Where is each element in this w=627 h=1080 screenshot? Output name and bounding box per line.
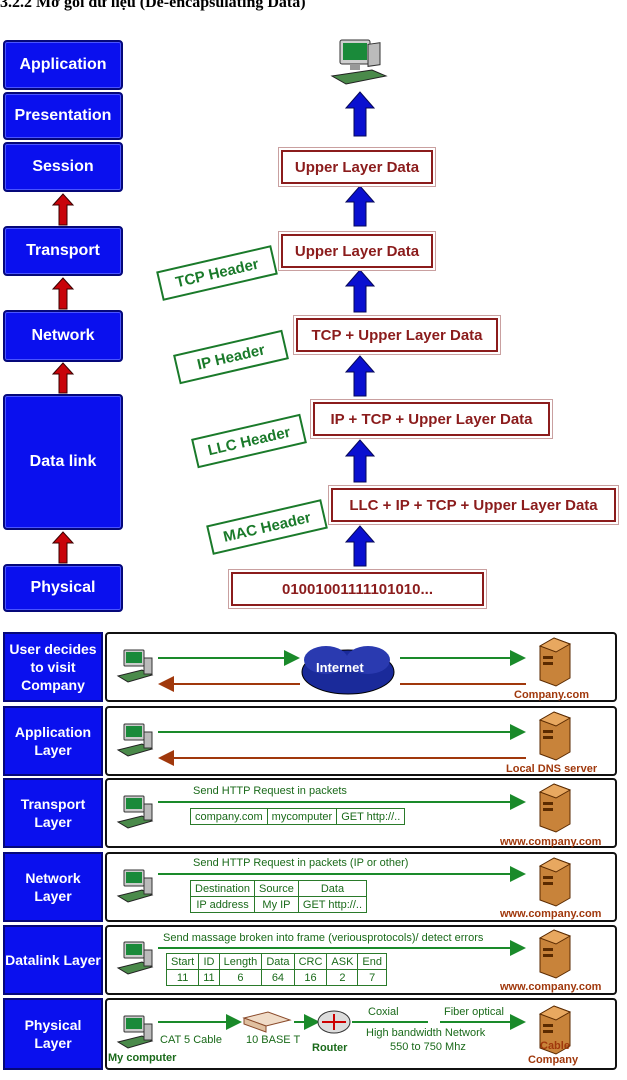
frame-cell: 16 [293, 969, 328, 986]
row-panel-application [105, 706, 617, 776]
packet-cell: mycomputer [266, 808, 338, 825]
row-label-datalink: Datalink Layer [3, 925, 103, 995]
layer-session: Session [3, 142, 123, 192]
computer-icon [330, 39, 388, 85]
header-tcp: TCP Header [156, 245, 278, 301]
internet-label: Internet [316, 660, 364, 675]
frame-cell: 2 [326, 969, 359, 986]
row-panel-physical [105, 998, 617, 1070]
layer-physical: Physical [3, 564, 123, 612]
row-label-physical: Physical Layer [3, 998, 103, 1070]
fiber-label: Fiber optical [444, 1006, 504, 1018]
frame-head: End [357, 953, 387, 970]
hub-icon [242, 1011, 292, 1033]
coxial-label: Coxial [368, 1006, 399, 1018]
bandwidth-label-1: High bandwidth Network [366, 1027, 486, 1039]
data-box-ip: IP + TCP + Upper Layer Data [313, 402, 550, 436]
frame-cell: 6 [218, 969, 263, 986]
packet-cell: GET http://.. [336, 808, 406, 825]
packet-cell: GET http://.. [297, 896, 368, 913]
frame-cell: 7 [357, 969, 387, 986]
header-mac: MAC Header [206, 499, 328, 555]
company-label-physical: Company [528, 1054, 579, 1066]
www-label-2: www.company.com [500, 908, 602, 920]
blue-arrow-icon [344, 439, 376, 483]
layer-data-link: Data link [3, 394, 123, 530]
network-computer-icon [117, 869, 153, 903]
deencap-arrows [344, 91, 376, 567]
transport-computer-icon [117, 795, 153, 829]
data-box-llc: LLC + IP + TCP + Upper Layer Data [331, 488, 616, 522]
network-caption: Send HTTP Request in packets (IP or othe… [193, 857, 409, 869]
company-server-icon [539, 637, 571, 687]
row-label-network: Network Layer [3, 852, 103, 922]
frame-head: Data [261, 953, 295, 970]
router-icon [317, 1010, 351, 1034]
base-t-label: 10 BASE T [246, 1034, 301, 1046]
www-label-1: www.company.com [500, 836, 602, 848]
www-server-icon-3 [539, 929, 571, 979]
packet-cell: IP address [189, 896, 256, 913]
frame-head: ASK [326, 953, 359, 970]
internet-cloud-icon [301, 646, 395, 695]
www-server-icon-2 [539, 857, 571, 907]
red-arrow-icon [51, 531, 75, 564]
network-packet-table: Destination Source Data IP address My IP… [189, 880, 368, 913]
cable-label: Cable [540, 1040, 570, 1052]
header-llc: LLC Header [191, 413, 307, 469]
bandwidth-label-2: 550 to 750 Mhz [390, 1041, 466, 1053]
frame-head: Length [218, 953, 263, 970]
packet-cell: My IP [254, 896, 299, 913]
www-server-icon-1 [539, 783, 571, 833]
frame-cell: 64 [261, 969, 295, 986]
blue-arrow-icon [344, 525, 376, 567]
blue-arrow-icon [344, 185, 376, 227]
transport-packet-table: company.com mycomputer GET http://.. [190, 808, 406, 825]
section-heading: 3.2.2 Mở gói dữ liệu (De-encapsulating D… [0, 0, 306, 11]
datalink-caption: Send massage broken into frame (veriousp… [163, 932, 484, 944]
blue-arrow-icon [344, 355, 376, 397]
network-rows-graphics [117, 637, 571, 1055]
frame-cell: 11 [198, 969, 220, 986]
app-computer-icon [117, 723, 153, 757]
row-label-application: Application Layer [3, 706, 103, 776]
user-computer-icon [117, 649, 153, 683]
data-box-upper-1: Upper Layer Data [281, 150, 433, 184]
layer-presentation: Presentation [3, 92, 123, 140]
cat5-label: CAT 5 Cable [160, 1034, 222, 1046]
red-arrow-icon [51, 362, 75, 394]
layer-network: Network [3, 310, 123, 362]
frame-head: ID [198, 953, 220, 970]
layer-transport: Transport [3, 226, 123, 276]
data-box-tcp: TCP + Upper Layer Data [296, 318, 498, 352]
transport-caption: Send HTTP Request in packets [193, 785, 347, 797]
www-label-3: www.company.com [500, 981, 602, 993]
red-arrow-icon [51, 193, 75, 226]
packet-cell: company.com [190, 808, 268, 825]
data-box-upper-2: Upper Layer Data [281, 234, 433, 268]
frame-head: Start [165, 953, 200, 970]
my-computer-label: My computer [108, 1052, 177, 1064]
datalink-frame-table: Start ID Length Data CRC ASK End 11 11 6… [165, 953, 387, 986]
packet-head: Source [254, 880, 299, 897]
frame-head: CRC [293, 953, 328, 970]
my-computer-icon [117, 1015, 153, 1049]
layer-application: Application [3, 40, 123, 90]
dns-server-icon [539, 711, 571, 761]
dns-label: Local DNS server [506, 763, 598, 775]
packet-head: Destination [189, 880, 256, 897]
data-box-bits: 01001001111101010... [231, 572, 484, 606]
datalink-computer-icon [117, 941, 153, 975]
row-label-user: User decides to visit Company [3, 632, 103, 702]
header-ip: IP Header [173, 329, 289, 385]
frame-cell: 11 [165, 969, 200, 986]
red-arrow-icon [51, 277, 75, 310]
blue-arrow-icon [344, 91, 376, 137]
row-label-transport: Transport Layer [3, 778, 103, 848]
packet-head: Data [297, 880, 368, 897]
router-label: Router [312, 1042, 348, 1054]
company-label: Company.com [514, 689, 589, 701]
layer-up-arrows [51, 193, 75, 564]
blue-arrow-icon [344, 269, 376, 313]
